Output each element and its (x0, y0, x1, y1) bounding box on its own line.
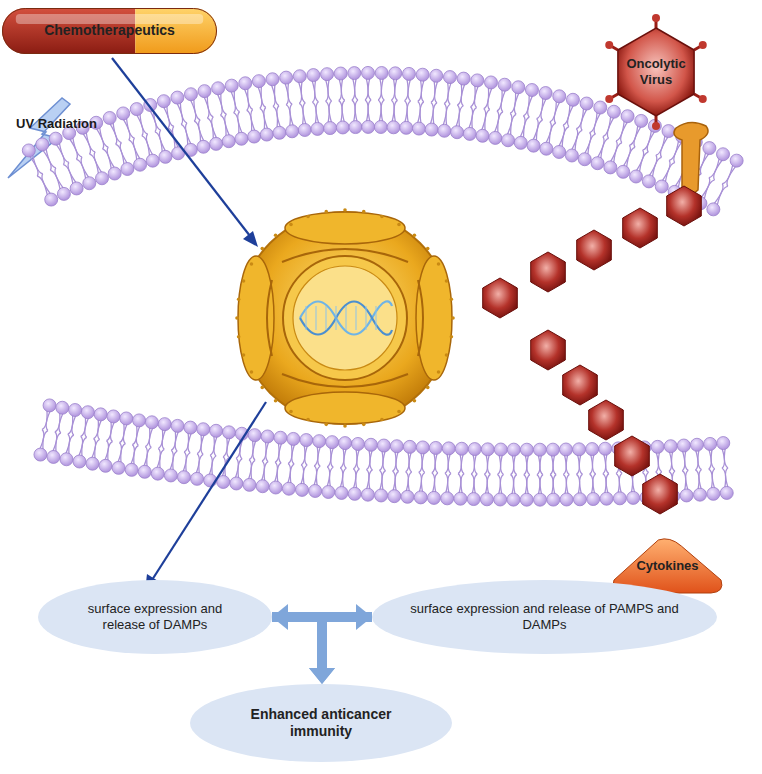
outcome-ellipse: Enhanced anticancer immunity (190, 684, 452, 762)
uv-lightning (8, 98, 70, 178)
cell-arrow (152, 402, 266, 580)
outcome-ellipse: surface expression and release of DAMPs (38, 580, 272, 654)
outcome-ellipse: surface expression and release of PAMPS … (372, 580, 717, 654)
stimulus-label: UV Radiation (16, 116, 97, 131)
virus-hexagon: Oncolytic Virus (602, 22, 710, 122)
node-text: Chemotherapeutics (12, 22, 207, 40)
node-text: Oncolytic Virus (618, 56, 694, 89)
drug-capsule: Chemotherapeutics (2, 8, 217, 54)
chemo-arrow (112, 58, 250, 236)
node-text: surface expression and release of DAMPs (66, 601, 244, 634)
node-text: Enhanced anticancer immunity (227, 706, 416, 741)
receptor (674, 122, 708, 194)
cell-organelle (235, 208, 455, 428)
node-text: surface expression and release of PAMPS … (407, 601, 683, 634)
arrow-head (243, 231, 258, 247)
node-text: Cytokines (616, 558, 720, 574)
flow-arrow (309, 617, 372, 684)
virus-particles (483, 186, 702, 514)
